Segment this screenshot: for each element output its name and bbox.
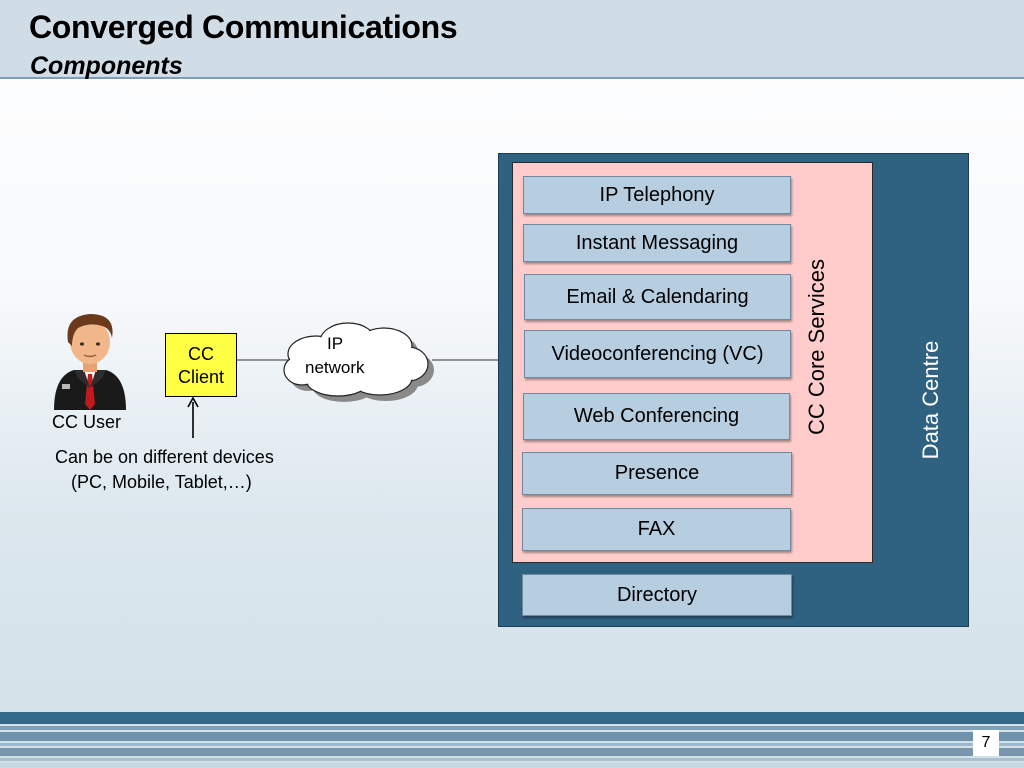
service-ip-telephony: IP Telephony [523, 176, 791, 214]
slide-subtitle: Components [30, 52, 183, 80]
devices-note-line2: (PC, Mobile, Tablet,…) [71, 472, 252, 492]
devices-note-line1: Can be on different devices [55, 447, 274, 467]
slide-title: Converged Communications [29, 9, 458, 45]
service-videoconferencing: Videoconferencing (VC) [524, 330, 791, 378]
directory-box: Directory [522, 574, 792, 616]
service-presence: Presence [522, 452, 792, 495]
client-label-line2: Client [177, 367, 225, 387]
service-instant-messaging: Instant Messaging [523, 224, 791, 262]
page-number: 7 [973, 730, 999, 756]
user-label: CC User [52, 412, 122, 432]
service-web-conferencing: Web Conferencing [523, 393, 790, 440]
network-label-line2: network [305, 358, 365, 377]
businessman-icon [54, 314, 126, 410]
client-label-line1: CC [188, 344, 214, 364]
cc-client-box: CC Client [165, 333, 237, 397]
network-label-line1: IP [327, 334, 344, 353]
core-services-label: CC Core Services [804, 258, 829, 436]
slide-header: Converged Communications Components [0, 0, 1024, 80]
cloud-icon [283, 322, 434, 402]
service-fax: FAX [522, 508, 791, 551]
service-email-calendaring: Email & Calendaring [524, 274, 791, 320]
arrow-up-icon [187, 396, 199, 438]
footer-stripes [0, 712, 1024, 768]
data-centre-label: Data Centre [918, 340, 943, 460]
